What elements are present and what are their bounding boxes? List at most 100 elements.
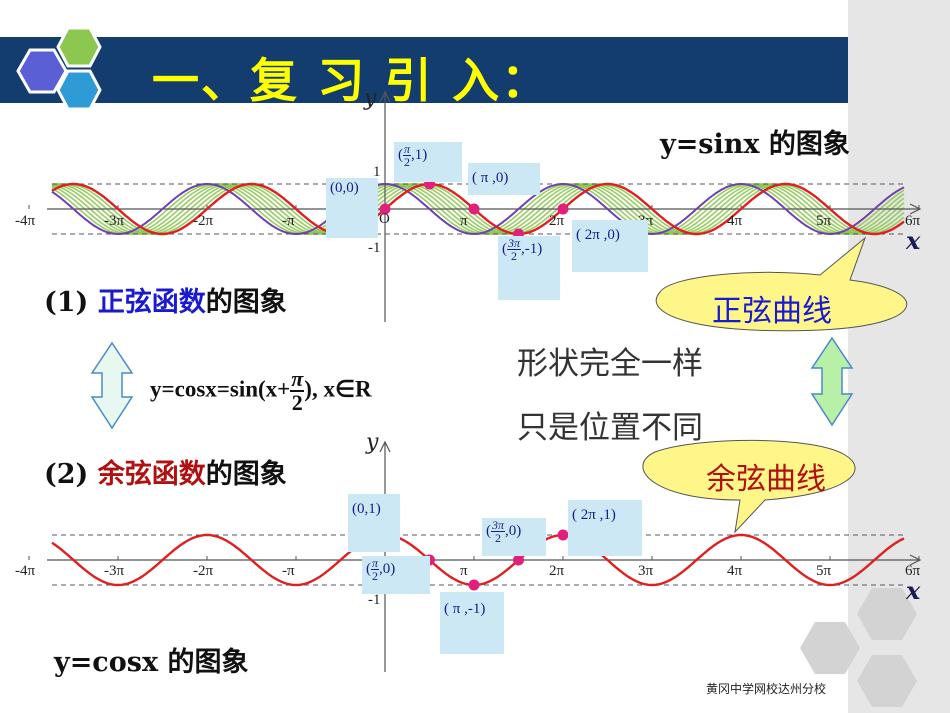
- sine-graph: [28, 90, 922, 322]
- cosine-tick-label: -3π: [104, 563, 125, 579]
- hexagon-decoration-icon: [800, 588, 917, 707]
- sine-point-text: ( 2π ,0): [576, 227, 620, 243]
- sine-shifted-curve: [51, 183, 905, 236]
- cosine-axis-x-label: x: [906, 576, 921, 605]
- sine-point-close: ,1): [411, 146, 428, 163]
- cosine-heading-highlight: 余弦函数: [97, 459, 206, 490]
- sine-y-neg-one-label: -1: [368, 240, 381, 256]
- left-double-arrow-icon: [90, 341, 134, 430]
- sine-tick-label: -2π: [193, 213, 214, 229]
- sine-heading-prefix: (1): [44, 287, 98, 318]
- cosine-x-axis-arrow: [909, 554, 922, 566]
- sine-tick-label: 5π: [816, 213, 832, 229]
- cosine-key-point: [513, 554, 524, 566]
- sine-y-one-label: 1: [373, 164, 381, 180]
- frac-num: π: [371, 556, 380, 570]
- sine-heading-highlight: 正弦函数: [97, 287, 206, 318]
- cosine-tick-label: π: [460, 563, 468, 579]
- relation-rhs: ), x∈R: [304, 376, 372, 402]
- cosine-tick-label: 6π: [905, 563, 921, 579]
- cosine-tick-label: 2π: [549, 563, 565, 579]
- frac-num: π: [403, 142, 412, 156]
- sine-tick-label: -4π: [15, 213, 36, 229]
- cosine-point-text: ( π ,-1): [444, 601, 486, 617]
- sine-tick-label: 4π: [727, 213, 743, 229]
- cosine-tick-label: -2π: [193, 563, 214, 579]
- cosine-tick-label: 3π: [638, 563, 654, 579]
- cosine-point-open: (: [486, 522, 491, 539]
- sine-key-point: [468, 203, 480, 215]
- cosine-key-point: [557, 529, 569, 541]
- frac-den: 2: [372, 569, 378, 583]
- sine-shift-band-line: [51, 183, 905, 235]
- frac-den: 2: [511, 249, 517, 263]
- sine-shift-band-line: [51, 183, 905, 235]
- sine-point-close: ,-1): [521, 240, 543, 257]
- sine-point-text: ( π ,0): [472, 170, 509, 186]
- frac-den: 2: [404, 155, 410, 169]
- sine-point-pi-0: ( π ,0): [468, 163, 540, 195]
- cosine-point-close: ,0): [379, 560, 396, 577]
- frac-num: 3π: [491, 518, 506, 532]
- sine-tick-label: π: [460, 213, 468, 229]
- sine-axis-y-label: y: [364, 86, 377, 111]
- cosine-point-open: (: [366, 560, 371, 577]
- cosine-point-2pi-1: ( 2π ,1): [568, 500, 642, 556]
- cosine-axis-y-label: y: [366, 430, 379, 455]
- cosine-tick-label: -π: [282, 563, 295, 579]
- sine-graph-label-text: y=sinx 的图象: [660, 129, 850, 160]
- cosine-callout-balloon: [642, 439, 856, 534]
- sine-axis-x-label: x: [906, 226, 921, 255]
- frac-num: 3π: [507, 236, 522, 250]
- sine-point-0-0: (0,0): [326, 178, 378, 238]
- right-double-arrow-icon: [810, 336, 854, 427]
- cosine-point-pi-neg1: ( π ,-1): [440, 592, 504, 654]
- sine-key-point: [557, 203, 569, 215]
- cosine-graph-label-text: y=cosx 的图象: [54, 647, 249, 678]
- relation-lhs: y=cosx=sin(x+: [150, 376, 291, 402]
- header-bar: [0, 37, 848, 103]
- frac-den: 2: [495, 531, 501, 545]
- sine-y-axis-arrow: [379, 90, 391, 103]
- cosine-graph-label: y=cosx 的图象: [54, 640, 248, 679]
- cosine-key-point: [468, 579, 480, 591]
- sine-tick-label: 2π: [549, 213, 565, 229]
- cosine-point-0-1: (0,1): [348, 494, 400, 552]
- frac-num: π: [290, 366, 305, 392]
- cosine-point-close: ,0): [505, 522, 522, 539]
- relation-line1: 形状完全一样: [517, 346, 703, 382]
- footer-school-name: 黄冈中学网校达州分校: [706, 682, 827, 696]
- sine-key-point: [379, 203, 391, 215]
- sine-tick-label: -3π: [104, 213, 125, 229]
- hexagon-logo-icon: [16, 26, 102, 111]
- sine-callout-text: 正弦曲线: [712, 294, 832, 329]
- cosine-heading-suffix: 的图象: [205, 459, 287, 490]
- sine-heading-suffix: 的图象: [205, 287, 287, 318]
- cosine-y-neg-one-label: -1: [368, 592, 381, 608]
- page-title: 一、复 习 引 入：: [152, 54, 551, 109]
- sine-point-open: (: [502, 240, 507, 257]
- sine-x-axis-arrow: [909, 203, 922, 215]
- sine-point-open: (: [398, 146, 403, 163]
- sine-origin-label: O: [379, 211, 390, 227]
- sine-tick-label: -π: [282, 213, 295, 229]
- cosine-point-text: (0,1): [352, 501, 381, 517]
- sine-point-text: (0,0): [330, 180, 359, 196]
- cosine-tick-label: 5π: [816, 563, 832, 579]
- cosine-heading-prefix: (2): [44, 459, 98, 490]
- sine-point-2pi-0: ( 2π ,0): [572, 220, 648, 272]
- cosine-heading: (2) 余弦函数的图象: [44, 452, 287, 491]
- cosine-point-text: ( 2π ,1): [572, 507, 616, 523]
- cosine-y-axis-arrow: [379, 440, 391, 453]
- sine-graph-label: y=sinx 的图象: [660, 122, 850, 161]
- relation-line2: 只是位置不同: [517, 410, 703, 446]
- sine-tick-label: 6π: [905, 213, 921, 229]
- cosine-tick-label: 4π: [727, 563, 743, 579]
